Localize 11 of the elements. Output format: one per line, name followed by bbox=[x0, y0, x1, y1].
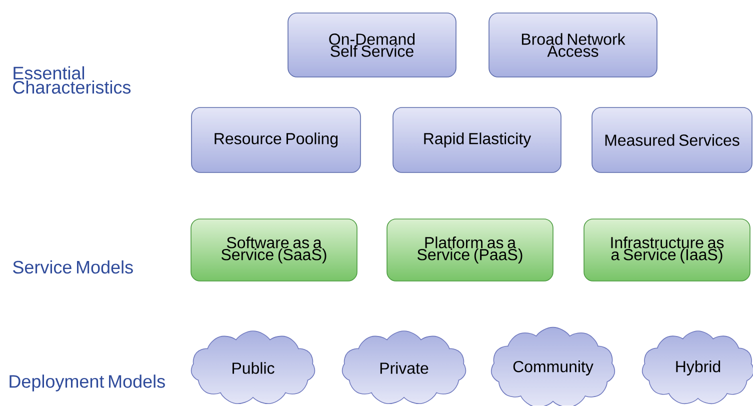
service-box: Platform as a Service (PaaS) bbox=[386, 218, 554, 282]
row-label: Essential Characteristics bbox=[13, 66, 131, 94]
process-box: Resource Pooling bbox=[191, 107, 361, 173]
row-label: Deployment Models bbox=[10, 374, 165, 392]
process-box: Broad Network Access bbox=[488, 12, 658, 78]
process-box: Rapid Elasticity bbox=[392, 107, 562, 173]
process-box: On-Demand Self Service bbox=[288, 12, 456, 78]
service-box: Infrastructure as a Service (IaaS) bbox=[584, 218, 750, 282]
row-label: Service Models bbox=[13, 260, 133, 274]
service-box: Software as a Service (SaaS) bbox=[190, 218, 358, 282]
process-box: Measured Services bbox=[592, 107, 752, 173]
